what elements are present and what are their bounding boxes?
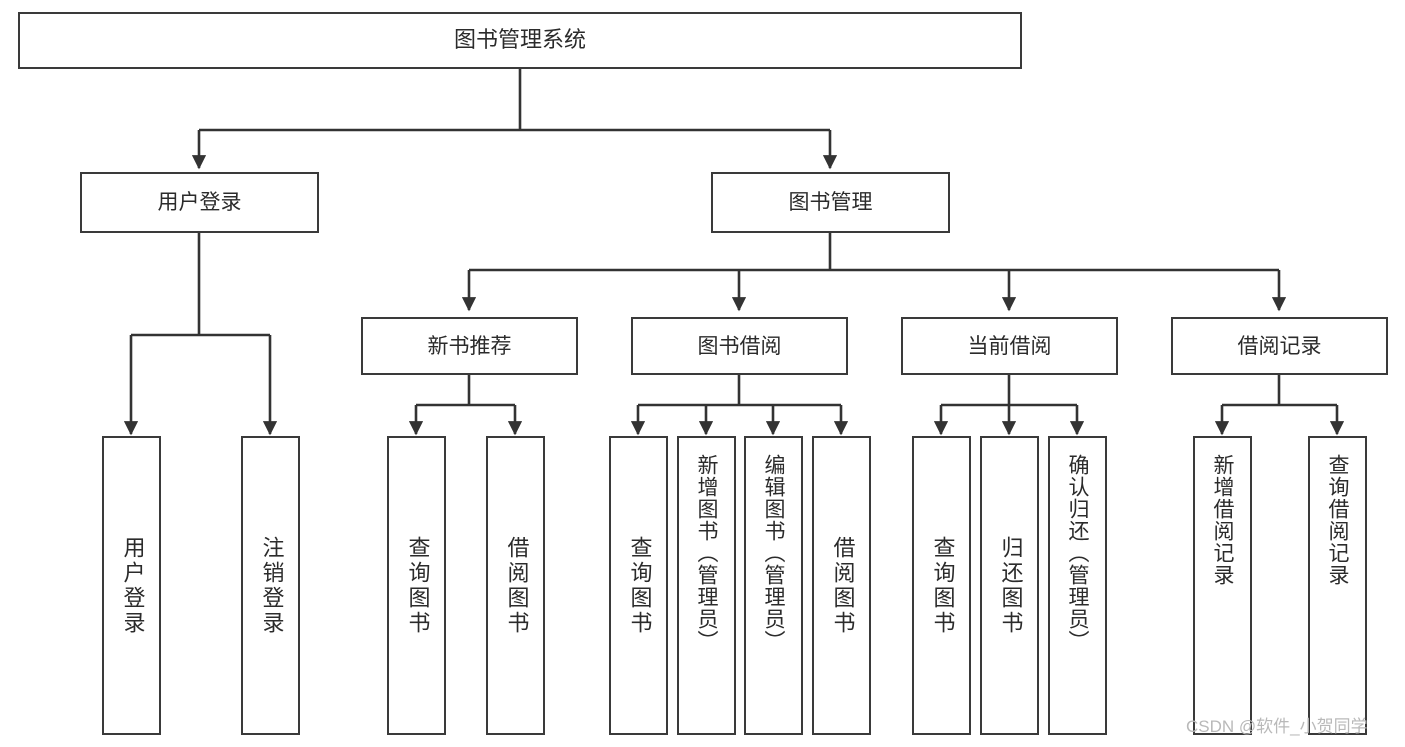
leaf-record-add-borrow-record[interactable]: 新增借阅记录 (1193, 436, 1252, 735)
node-label: 当前借阅 (967, 333, 1052, 358)
leaf-user-login-signout[interactable]: 注销登录 (241, 436, 300, 735)
node-book-borrow[interactable]: 图书借阅 (631, 317, 848, 375)
node-label: 查询图书 (929, 535, 955, 636)
node-user-login[interactable]: 用户登录 (80, 172, 319, 233)
node-new-book-recommend[interactable]: 新书推荐 (361, 317, 578, 375)
leaf-borrow-query-book[interactable]: 查询图书 (609, 436, 668, 735)
leaf-current-confirm-return-admin[interactable]: 确认归还（管理员） (1048, 436, 1107, 735)
node-label: 图书管理 (788, 190, 873, 215)
node-label: 新增图书（管理员） (695, 454, 719, 652)
node-label: 新增借阅记录 (1211, 454, 1235, 586)
leaf-record-query-borrow-record[interactable]: 查询借阅记录 (1308, 436, 1367, 735)
node-label: 借阅记录 (1237, 333, 1322, 358)
leaf-borrow-edit-book-admin[interactable]: 编辑图书（管理员） (744, 436, 803, 735)
node-label: 注销登录 (258, 535, 284, 636)
leaf-user-login-signin[interactable]: 用户登录 (102, 436, 161, 735)
leaf-borrow-add-book-admin[interactable]: 新增图书（管理员） (677, 436, 736, 735)
node-root-book-management-system[interactable]: 图书管理系统 (18, 12, 1022, 69)
node-label: 借阅图书 (503, 535, 529, 636)
node-label: 编辑图书（管理员） (762, 454, 786, 652)
node-borrow-record[interactable]: 借阅记录 (1171, 317, 1388, 375)
node-label: 查询图书 (404, 535, 430, 636)
csdn-watermark: CSDN @软件_小贺同学 (1186, 717, 1368, 736)
node-label: 借阅图书 (829, 535, 855, 636)
leaf-recommend-query-book[interactable]: 查询图书 (387, 436, 446, 735)
leaf-current-query-book[interactable]: 查询图书 (912, 436, 971, 735)
node-label: 确认归还（管理员） (1066, 454, 1090, 652)
node-label: 图书借阅 (697, 333, 782, 358)
leaf-recommend-borrow-book[interactable]: 借阅图书 (486, 436, 545, 735)
leaf-current-return-book[interactable]: 归还图书 (980, 436, 1039, 735)
node-label: 查询图书 (626, 535, 652, 636)
node-label: 用户登录 (119, 535, 145, 636)
node-label: 用户登录 (157, 190, 242, 215)
node-label: 新书推荐 (427, 333, 512, 358)
node-book-management[interactable]: 图书管理 (711, 172, 950, 233)
node-current-borrow[interactable]: 当前借阅 (901, 317, 1118, 375)
node-label: 归还图书 (997, 535, 1023, 636)
node-label: 图书管理系统 (453, 27, 586, 53)
leaf-borrow-borrow-book[interactable]: 借阅图书 (812, 436, 871, 735)
node-label: 查询借阅记录 (1326, 454, 1350, 586)
